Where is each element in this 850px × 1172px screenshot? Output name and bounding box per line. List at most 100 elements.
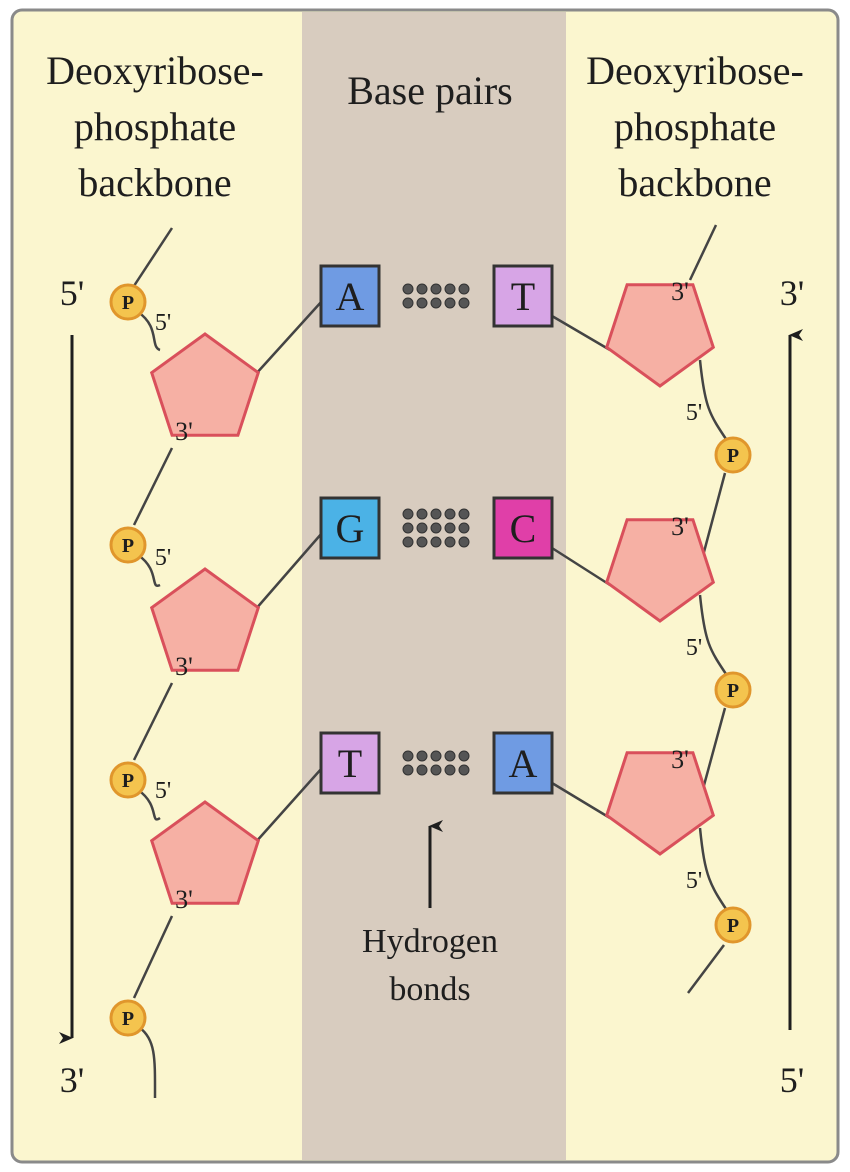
hydrogen-bond-dot [416, 522, 428, 534]
hydrogen-bond-dot [416, 297, 428, 309]
hydrogen-bond-dot [402, 283, 414, 295]
left-base-letter: T [338, 741, 362, 786]
left-sugar-3prime-label: 3' [175, 652, 193, 681]
hydrogen-bond-dot [458, 297, 470, 309]
left-sugar-5prime-label: 5' [155, 778, 171, 804]
left-sugar-5prime-label: 5' [155, 310, 171, 336]
left-backbone-3prime-link [132, 915, 174, 999]
right-phosphate-group [714, 436, 752, 474]
hydrogen-bond-dot [458, 522, 470, 534]
right-backbone-top-link [688, 224, 718, 281]
hydrogen-bond-dot [430, 297, 442, 309]
left-sugar-3prime-label: 3' [175, 417, 193, 446]
right-sugar-5prime-label: 5' [686, 635, 702, 661]
hydrogen-bond-dot [416, 536, 428, 548]
left-backbone-3prime-link [132, 682, 174, 761]
left-sugar-3prime-label: 3' [175, 885, 193, 914]
hydrogen-bond-dot [444, 764, 456, 776]
left-phosphate-group [109, 761, 147, 799]
hydrogen-bond-dot [444, 522, 456, 534]
left-phosphate-label: P [122, 1008, 134, 1030]
hydrogen-bond [402, 750, 470, 762]
hydrogen-bond-dot [402, 297, 414, 309]
left-deoxyribose-sugar [149, 567, 261, 672]
hydrogen-bond-dot [444, 297, 456, 309]
right-sugar-5prime-label: 5' [686, 868, 702, 894]
hydrogen-bond-label-line-1: Hydrogen [362, 923, 498, 960]
left-strand-top-end-label: 5' [60, 273, 85, 313]
left-heading-line-1: Deoxyribose- [46, 48, 264, 93]
right-base-box [492, 731, 554, 795]
base-pair-band [302, 12, 566, 1160]
right-backbone-bottom-tail [687, 944, 725, 994]
hydrogen-bond [402, 522, 470, 534]
hydrogen-bond [402, 508, 470, 520]
right-heading-line-2: phosphate [614, 104, 776, 149]
right-sugar-base-link [551, 546, 611, 587]
left-base-letter: G [336, 506, 365, 551]
right-heading-line-1: Deoxyribose- [586, 48, 804, 93]
left-sugar-5prime-label: 5' [155, 545, 171, 571]
left-backbone-top-link [128, 227, 174, 293]
hydrogen-bond-dot [458, 283, 470, 295]
right-phosphate-label: P [727, 915, 739, 937]
left-deoxyribose-sugar [149, 800, 261, 905]
left-backbone-5prime-link [137, 788, 161, 821]
left-phosphate-group [109, 526, 147, 564]
left-sugar-base-link [254, 300, 323, 376]
right-sugar-base-link [551, 314, 611, 352]
hydrogen-bond [402, 297, 470, 309]
right-sugar-base-link [551, 781, 611, 820]
right-sugar-3prime-label: 3' [671, 745, 689, 774]
right-deoxyribose-sugar [604, 751, 716, 856]
hydrogen-bond-dot [402, 750, 414, 762]
left-phosphate-label: P [122, 292, 134, 314]
hydrogen-bond-dot [430, 764, 442, 776]
hydrogen-bond [402, 283, 470, 295]
hydrogen-bond-dot [458, 508, 470, 520]
hydrogen-bond-dot [402, 536, 414, 548]
right-deoxyribose-sugar [604, 283, 716, 388]
right-backbone-5prime-link [698, 594, 732, 681]
right-phosphate-label: P [727, 445, 739, 467]
right-sugar-5prime-label: 5' [686, 400, 702, 426]
hydrogen-bond-dot [458, 764, 470, 776]
right-heading-line-3: backbone [618, 160, 771, 205]
left-phosphate-label: P [122, 770, 134, 792]
hydrogen-bond-dot [458, 536, 470, 548]
hydrogen-bond [402, 536, 470, 548]
left-sugar-base-link [254, 532, 323, 611]
right-sugar-3prime-label: 3' [671, 277, 689, 306]
left-backbone-5prime-link [137, 553, 161, 588]
hydrogen-bond-dot [430, 508, 442, 520]
right-deoxyribose-sugar [604, 518, 716, 623]
hydrogen-bond-dot [416, 764, 428, 776]
hydrogen-bond-dot [444, 536, 456, 548]
right-phosphate-group [714, 671, 752, 709]
right-base-letter: C [510, 506, 537, 551]
left-sugar-base-link [254, 767, 323, 844]
hydrogen-bond-dot [430, 522, 442, 534]
hydrogen-bond-dot [416, 283, 428, 295]
right-strand-bottom-end-label: 5' [780, 1060, 805, 1100]
hydrogen-bond-dot [430, 283, 442, 295]
hydrogen-bond-dot [402, 522, 414, 534]
right-base-box [492, 496, 554, 560]
hydrogen-bond-dot [444, 283, 456, 295]
left-base-box [319, 264, 381, 328]
right-phosphate-group [714, 906, 752, 944]
left-base-box [319, 731, 381, 795]
left-heading-line-3: backbone [78, 160, 231, 205]
right-sugar-3prime-label: 3' [671, 512, 689, 541]
right-backbone-5prime-link [698, 827, 732, 916]
hydrogen-bond-dot [430, 750, 442, 762]
left-phosphate-label: P [122, 535, 134, 557]
hydrogen-bond-dot [416, 508, 428, 520]
right-base-box [492, 264, 554, 328]
center-heading: Base pairs [347, 68, 513, 113]
left-backbone-bottom-tail [139, 1027, 157, 1099]
right-strand-top-end-label: 3' [780, 273, 805, 313]
